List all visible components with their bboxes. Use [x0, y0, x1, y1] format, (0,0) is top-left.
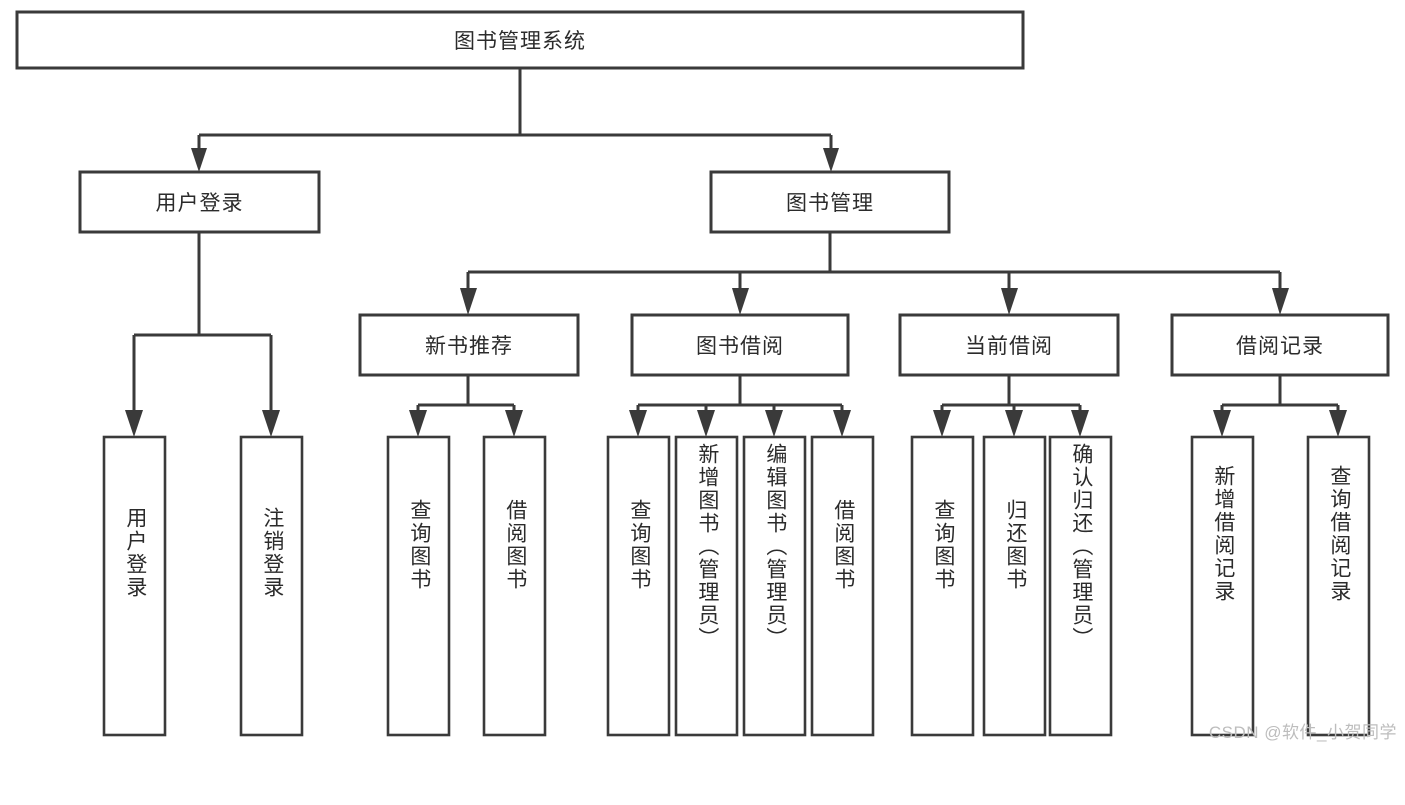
node-leaf-box[interactable] [606, 435, 671, 737]
arrow-icon [505, 410, 523, 437]
node-new-book-rec-box[interactable] [358, 313, 580, 377]
connector-root-to-level2 [191, 68, 839, 172]
node-current-borrow-box[interactable] [898, 313, 1120, 377]
arrow-icon [933, 410, 951, 437]
node-leaf-box[interactable] [674, 435, 739, 737]
connector-userlogin-to-leaves [125, 232, 280, 437]
arrow-icon [1071, 410, 1089, 437]
arrow-icon [1001, 288, 1018, 315]
connector-borrowrecord-to-leaves [1213, 375, 1347, 437]
node-user-login-box[interactable] [78, 170, 321, 234]
node-root-box[interactable] [15, 10, 1025, 70]
arrow-icon [262, 410, 280, 437]
node-leaf-box[interactable] [810, 435, 875, 737]
arrow-icon [409, 410, 427, 437]
arrow-icon [732, 288, 749, 315]
node-book-manage-box[interactable] [709, 170, 951, 234]
node-leaf-box[interactable] [742, 435, 807, 737]
connector-currentborrow-to-leaves [933, 375, 1089, 437]
node-leaf-box[interactable] [239, 435, 304, 737]
node-leaf-box[interactable] [910, 435, 975, 737]
arrow-icon [1272, 288, 1289, 315]
node-leaf-box[interactable] [1306, 435, 1371, 737]
node-book-borrow-box[interactable] [630, 313, 850, 377]
node-leaf-box[interactable] [982, 435, 1047, 737]
arrow-icon [1005, 410, 1023, 437]
node-leaf-box[interactable] [102, 435, 167, 737]
arrow-icon [823, 148, 839, 172]
diagram-canvas [15, 10, 1390, 737]
arrow-icon [697, 410, 715, 437]
connector-newbookrec-to-leaves [409, 375, 523, 437]
node-leaf-box[interactable] [482, 435, 547, 737]
node-leaf-box[interactable] [386, 435, 451, 737]
arrow-icon [765, 410, 783, 437]
node-borrow-record-box[interactable] [1170, 313, 1390, 377]
arrow-icon [1329, 410, 1347, 437]
connector-bookborrow-to-leaves [629, 375, 851, 437]
arrow-icon [833, 410, 851, 437]
flowchart-diagram: 图书管理系统 用户登录 图书管理 新书推荐 图书借阅 当前借阅 借阅记录 用户登… [15, 10, 1396, 742]
node-leaf-box[interactable] [1048, 435, 1113, 737]
arrow-icon [460, 288, 477, 315]
arrow-icon [125, 410, 143, 437]
connector-bookmanage-to-level3 [460, 232, 1289, 315]
arrow-icon [629, 410, 647, 437]
node-leaf-box[interactable] [1190, 435, 1255, 737]
arrow-icon [1213, 410, 1231, 437]
arrow-icon [191, 148, 207, 172]
